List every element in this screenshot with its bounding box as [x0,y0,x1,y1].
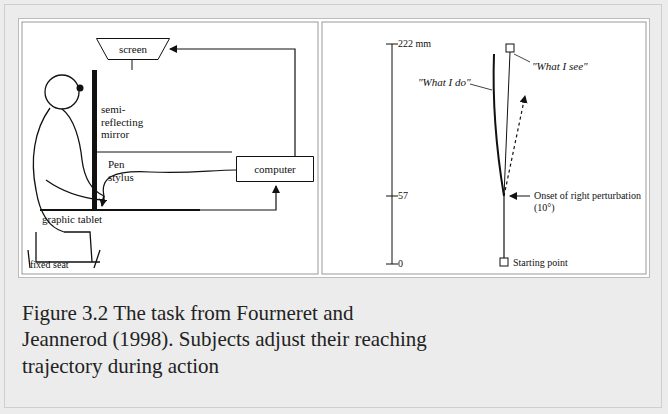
label: 0 [398,258,403,270]
label: "What I do" [418,76,471,89]
node-text: screen [119,43,147,55]
label: Onset of right perturbation (10°) [534,190,644,213]
label: fixed seat [30,259,69,271]
label: 57 [398,190,408,202]
label: Starting point [513,257,568,269]
label: semi-reflecting mirror [101,103,165,141]
connector-arrow [170,49,295,156]
label: 222 mm [398,38,431,50]
figure-caption: Figure 3.2 The task from Fourneret and J… [22,300,442,379]
computer-box: computer [236,156,314,182]
node-text: computer [254,163,296,175]
label: graphic tablet [42,213,102,226]
screen-trapezoid: screen [96,38,170,60]
label: "What I see" [532,60,588,73]
label: Pen stylus [108,158,148,183]
